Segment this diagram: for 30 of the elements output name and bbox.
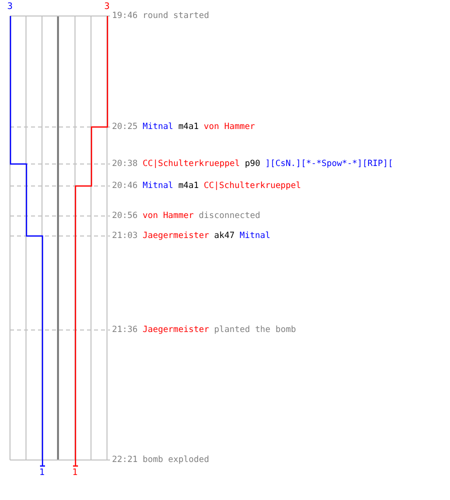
player-name: ][CsN.][*-*Spow*-*][RIP][: [265, 159, 394, 169]
player-name: Mitnal: [142, 181, 174, 191]
time-label: 21:03: [112, 231, 138, 241]
time-label: 19:46: [112, 11, 138, 21]
time-label: 21:36: [112, 325, 138, 335]
player-name: Mitnal: [240, 231, 270, 241]
time-label: 22:21: [112, 455, 138, 465]
player-name: Mitnal: [142, 122, 174, 132]
event-text: round started: [142, 11, 210, 21]
player-count: 1: [39, 468, 45, 478]
player-name: CC|Schulterkrueppel: [142, 159, 240, 169]
time-label: 20:46: [112, 181, 138, 191]
weapon-label: m4a1: [178, 181, 199, 191]
player-name: Jaegermeister: [142, 325, 210, 335]
player-name: von Hammer: [142, 211, 194, 221]
weapon-label: m4a1: [178, 122, 199, 132]
event-text: disconnected: [198, 211, 260, 221]
player-count: 1: [72, 468, 78, 478]
weapon-label: p90: [244, 159, 260, 169]
player-name: von Hammer: [204, 122, 255, 132]
weapon-label: ak47: [214, 231, 235, 241]
time-label: 20:38: [112, 159, 138, 169]
event-text: planted the bomb: [214, 325, 296, 335]
time-label: 20:56: [112, 211, 138, 221]
player-name: Jaegermeister: [142, 231, 210, 241]
event-text: bomb exploded: [142, 455, 210, 465]
player-count: 3: [7, 2, 13, 12]
player-name: CC|Schulterkrueppel: [204, 181, 302, 191]
player-count: 3: [104, 2, 110, 12]
time-label: 20:25: [112, 122, 138, 132]
